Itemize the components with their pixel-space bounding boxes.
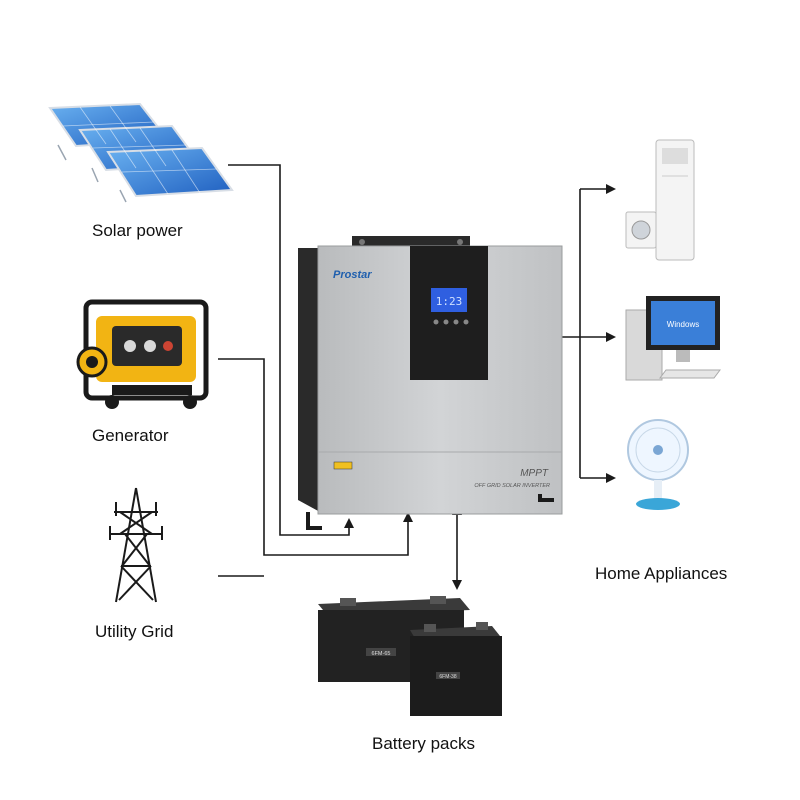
generator-connector (218, 358, 413, 556)
air-conditioner-icon (625, 139, 695, 261)
inverter-unit: 1:23 Prostar MPPT OFF GRID SOLAR INVERTE… (298, 236, 563, 530)
generator-icon (76, 299, 209, 409)
inverter-mppt-badge: MPPT (520, 468, 549, 479)
generator-label: Generator (92, 426, 169, 445)
pc-screen-text: Windows (667, 320, 699, 329)
desktop-computer-icon: Windows (625, 296, 721, 381)
solar-panel-icon (48, 102, 234, 203)
utility-grid-label: Utility Grid (95, 622, 174, 641)
utility-tower-icon (109, 487, 163, 603)
output-bus (560, 189, 581, 478)
inverter-lcd (431, 288, 467, 312)
battery-pack-icon: 6FM-65 6FM-38 (318, 596, 502, 716)
inverter-lcd-value: 1:23 (436, 295, 463, 308)
home-appliances-label: Home Appliances (595, 564, 728, 583)
inverter-subtitle: OFF GRID SOLAR INVERTER (474, 483, 550, 489)
battery-model-2: 6FM-38 (439, 674, 456, 680)
battery-packs-label: Battery packs (372, 734, 475, 753)
inverter-brand: Prostar (333, 269, 372, 281)
connector-lines (218, 164, 616, 590)
battery-model-1: 6FM-65 (372, 651, 391, 657)
fan-icon (627, 419, 689, 510)
solar-power-label: Solar power (92, 221, 183, 240)
solar-connector (228, 164, 354, 536)
